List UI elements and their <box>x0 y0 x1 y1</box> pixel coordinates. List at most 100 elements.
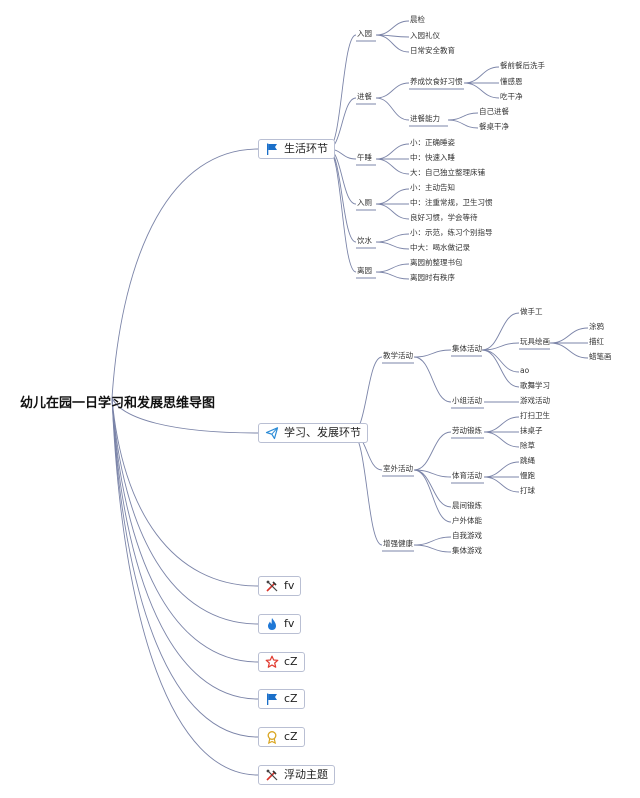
link-liyuan <box>375 263 410 273</box>
topic-fv-1[interactable]: fv <box>258 576 302 596</box>
node-teach[interactable]: 教学活动 <box>383 351 413 360</box>
link-root-o3 <box>111 397 259 663</box>
node-morning[interactable]: 晨间锻炼 <box>452 501 482 510</box>
node-small-1[interactable]: 游戏活动 <box>520 396 550 405</box>
star-icon <box>265 655 279 669</box>
link-root-o1 <box>111 397 259 587</box>
link-life-child <box>327 148 357 243</box>
topic-fv-2-label: fv <box>284 617 295 630</box>
node-yinshui-2[interactable]: 中大：喝水做记录 <box>410 243 470 252</box>
node-group-2[interactable]: 玩具绘画 <box>520 337 550 346</box>
node-ruce-3[interactable]: 良好习惯，学会等待 <box>410 213 478 222</box>
tools-icon <box>265 768 279 782</box>
node-labor[interactable]: 劳动锻炼 <box>452 426 482 435</box>
node-ability[interactable]: 进餐能力 <box>410 114 440 123</box>
link-ruyuan <box>375 20 410 36</box>
link-teach <box>413 356 452 403</box>
link-liyuan <box>375 271 410 280</box>
link-root-o2 <box>111 397 259 625</box>
flag-icon <box>265 142 279 156</box>
node-yinshui-1[interactable]: 小：示范，练习个别指导 <box>410 228 493 237</box>
branch-life-label: 生活环节 <box>284 142 328 155</box>
node-outfit[interactable]: 户外体能 <box>452 516 482 525</box>
node-ruyuan-2[interactable]: 入园礼仪 <box>410 31 440 40</box>
award-icon <box>265 730 279 744</box>
link-study-child <box>351 356 383 434</box>
node-group-1[interactable]: 做手工 <box>520 307 543 316</box>
node-health-2[interactable]: 集体游戏 <box>452 546 482 555</box>
link-ruce <box>375 203 410 220</box>
node-health-1[interactable]: 自我游戏 <box>452 531 482 540</box>
link-wushui <box>375 158 410 175</box>
node-group-3[interactable]: ao <box>520 366 530 375</box>
link-life-child <box>327 148 357 273</box>
link-outdoor <box>413 469 452 523</box>
root-topic[interactable]: 幼儿在园一日学习和发展思维导图 <box>20 396 216 411</box>
node-habit[interactable]: 养成饮食好习惯 <box>410 77 463 86</box>
link-paint <box>549 327 589 344</box>
node-sport-1[interactable]: 跳绳 <box>520 456 535 465</box>
link-outdoor <box>413 469 452 478</box>
branch-study[interactable]: 学习、发展环节 <box>258 423 368 443</box>
node-ruce-2[interactable]: 中：注重常规，卫生习惯 <box>410 198 493 207</box>
link-life-child <box>327 34 357 150</box>
branch-study-label: 学习、发展环节 <box>284 426 361 439</box>
node-ruce-1[interactable]: 小：主动告知 <box>410 183 455 192</box>
node-outdoor[interactable]: 室外活动 <box>383 464 413 473</box>
link-habit <box>463 82 500 99</box>
node-ruyuan[interactable]: 入园 <box>357 29 372 38</box>
topic-floating[interactable]: 浮动主题 <box>258 765 335 785</box>
node-labor-3[interactable]: 除草 <box>520 441 535 450</box>
node-habit-2[interactable]: 懂感恩 <box>500 77 523 86</box>
node-sport-2[interactable]: 慢跑 <box>520 471 535 480</box>
link-teach <box>413 349 452 358</box>
node-health[interactable]: 增强健康 <box>383 539 413 548</box>
link-sport <box>483 476 520 493</box>
node-ruce[interactable]: 入厕 <box>357 198 372 207</box>
link-health <box>413 536 452 546</box>
node-paint-1[interactable]: 涂鸦 <box>589 322 604 331</box>
node-wushui[interactable]: 午睡 <box>357 153 372 162</box>
node-sport[interactable]: 体育活动 <box>452 471 482 480</box>
link-outdoor <box>413 469 452 508</box>
node-paint-2[interactable]: 描红 <box>589 337 604 346</box>
node-jincan[interactable]: 进餐 <box>357 92 372 101</box>
node-habit-3[interactable]: 吃干净 <box>500 92 523 101</box>
branch-life[interactable]: 生活环节 <box>258 139 335 159</box>
node-ability-2[interactable]: 餐桌干净 <box>479 122 509 131</box>
topic-floating-label: 浮动主题 <box>284 768 328 781</box>
node-sport-3[interactable]: 打球 <box>520 486 535 495</box>
node-labor-1[interactable]: 打扫卫生 <box>520 411 550 420</box>
node-wushui-3[interactable]: 大：自己独立整理床铺 <box>410 168 485 177</box>
topic-cz-1[interactable]: cZ <box>258 652 305 672</box>
node-small[interactable]: 小组活动 <box>452 396 482 405</box>
node-wushui-2[interactable]: 中：快速入睡 <box>410 153 455 162</box>
node-wushui-1[interactable]: 小：正确睡姿 <box>410 138 455 147</box>
topic-cz-1-label: cZ <box>284 655 298 668</box>
link-study-child <box>351 432 383 546</box>
node-yinshui[interactable]: 饮水 <box>357 236 372 245</box>
paper-plane-icon <box>265 426 279 440</box>
link-labor <box>483 431 520 448</box>
node-group[interactable]: 集体活动 <box>452 344 482 353</box>
link-outdoor <box>413 431 452 471</box>
link-root-study <box>111 397 259 434</box>
node-labor-2[interactable]: 抹桌子 <box>520 426 543 435</box>
node-liyuan-2[interactable]: 离园时有秩序 <box>410 273 455 282</box>
link-group <box>481 312 520 351</box>
node-ruyuan-3[interactable]: 日常安全教育 <box>410 46 455 55</box>
topic-cz-2[interactable]: cZ <box>258 689 305 709</box>
node-liyuan[interactable]: 离园 <box>357 266 372 275</box>
node-liyuan-1[interactable]: 离园前整理书包 <box>410 258 463 267</box>
node-ability-1[interactable]: 自己进餐 <box>479 107 509 116</box>
node-paint-3[interactable]: 蜡笔画 <box>589 352 612 361</box>
topic-fv-2[interactable]: fv <box>258 614 302 634</box>
node-habit-1[interactable]: 餐前餐后洗手 <box>500 61 545 70</box>
node-group-4[interactable]: 歌舞学习 <box>520 381 550 390</box>
node-ruyuan-1[interactable]: 晨检 <box>410 15 425 24</box>
link-yinshui <box>375 241 410 250</box>
link-health <box>413 544 452 553</box>
topic-cz-3-label: cZ <box>284 730 298 743</box>
topic-cz-3[interactable]: cZ <box>258 727 305 747</box>
